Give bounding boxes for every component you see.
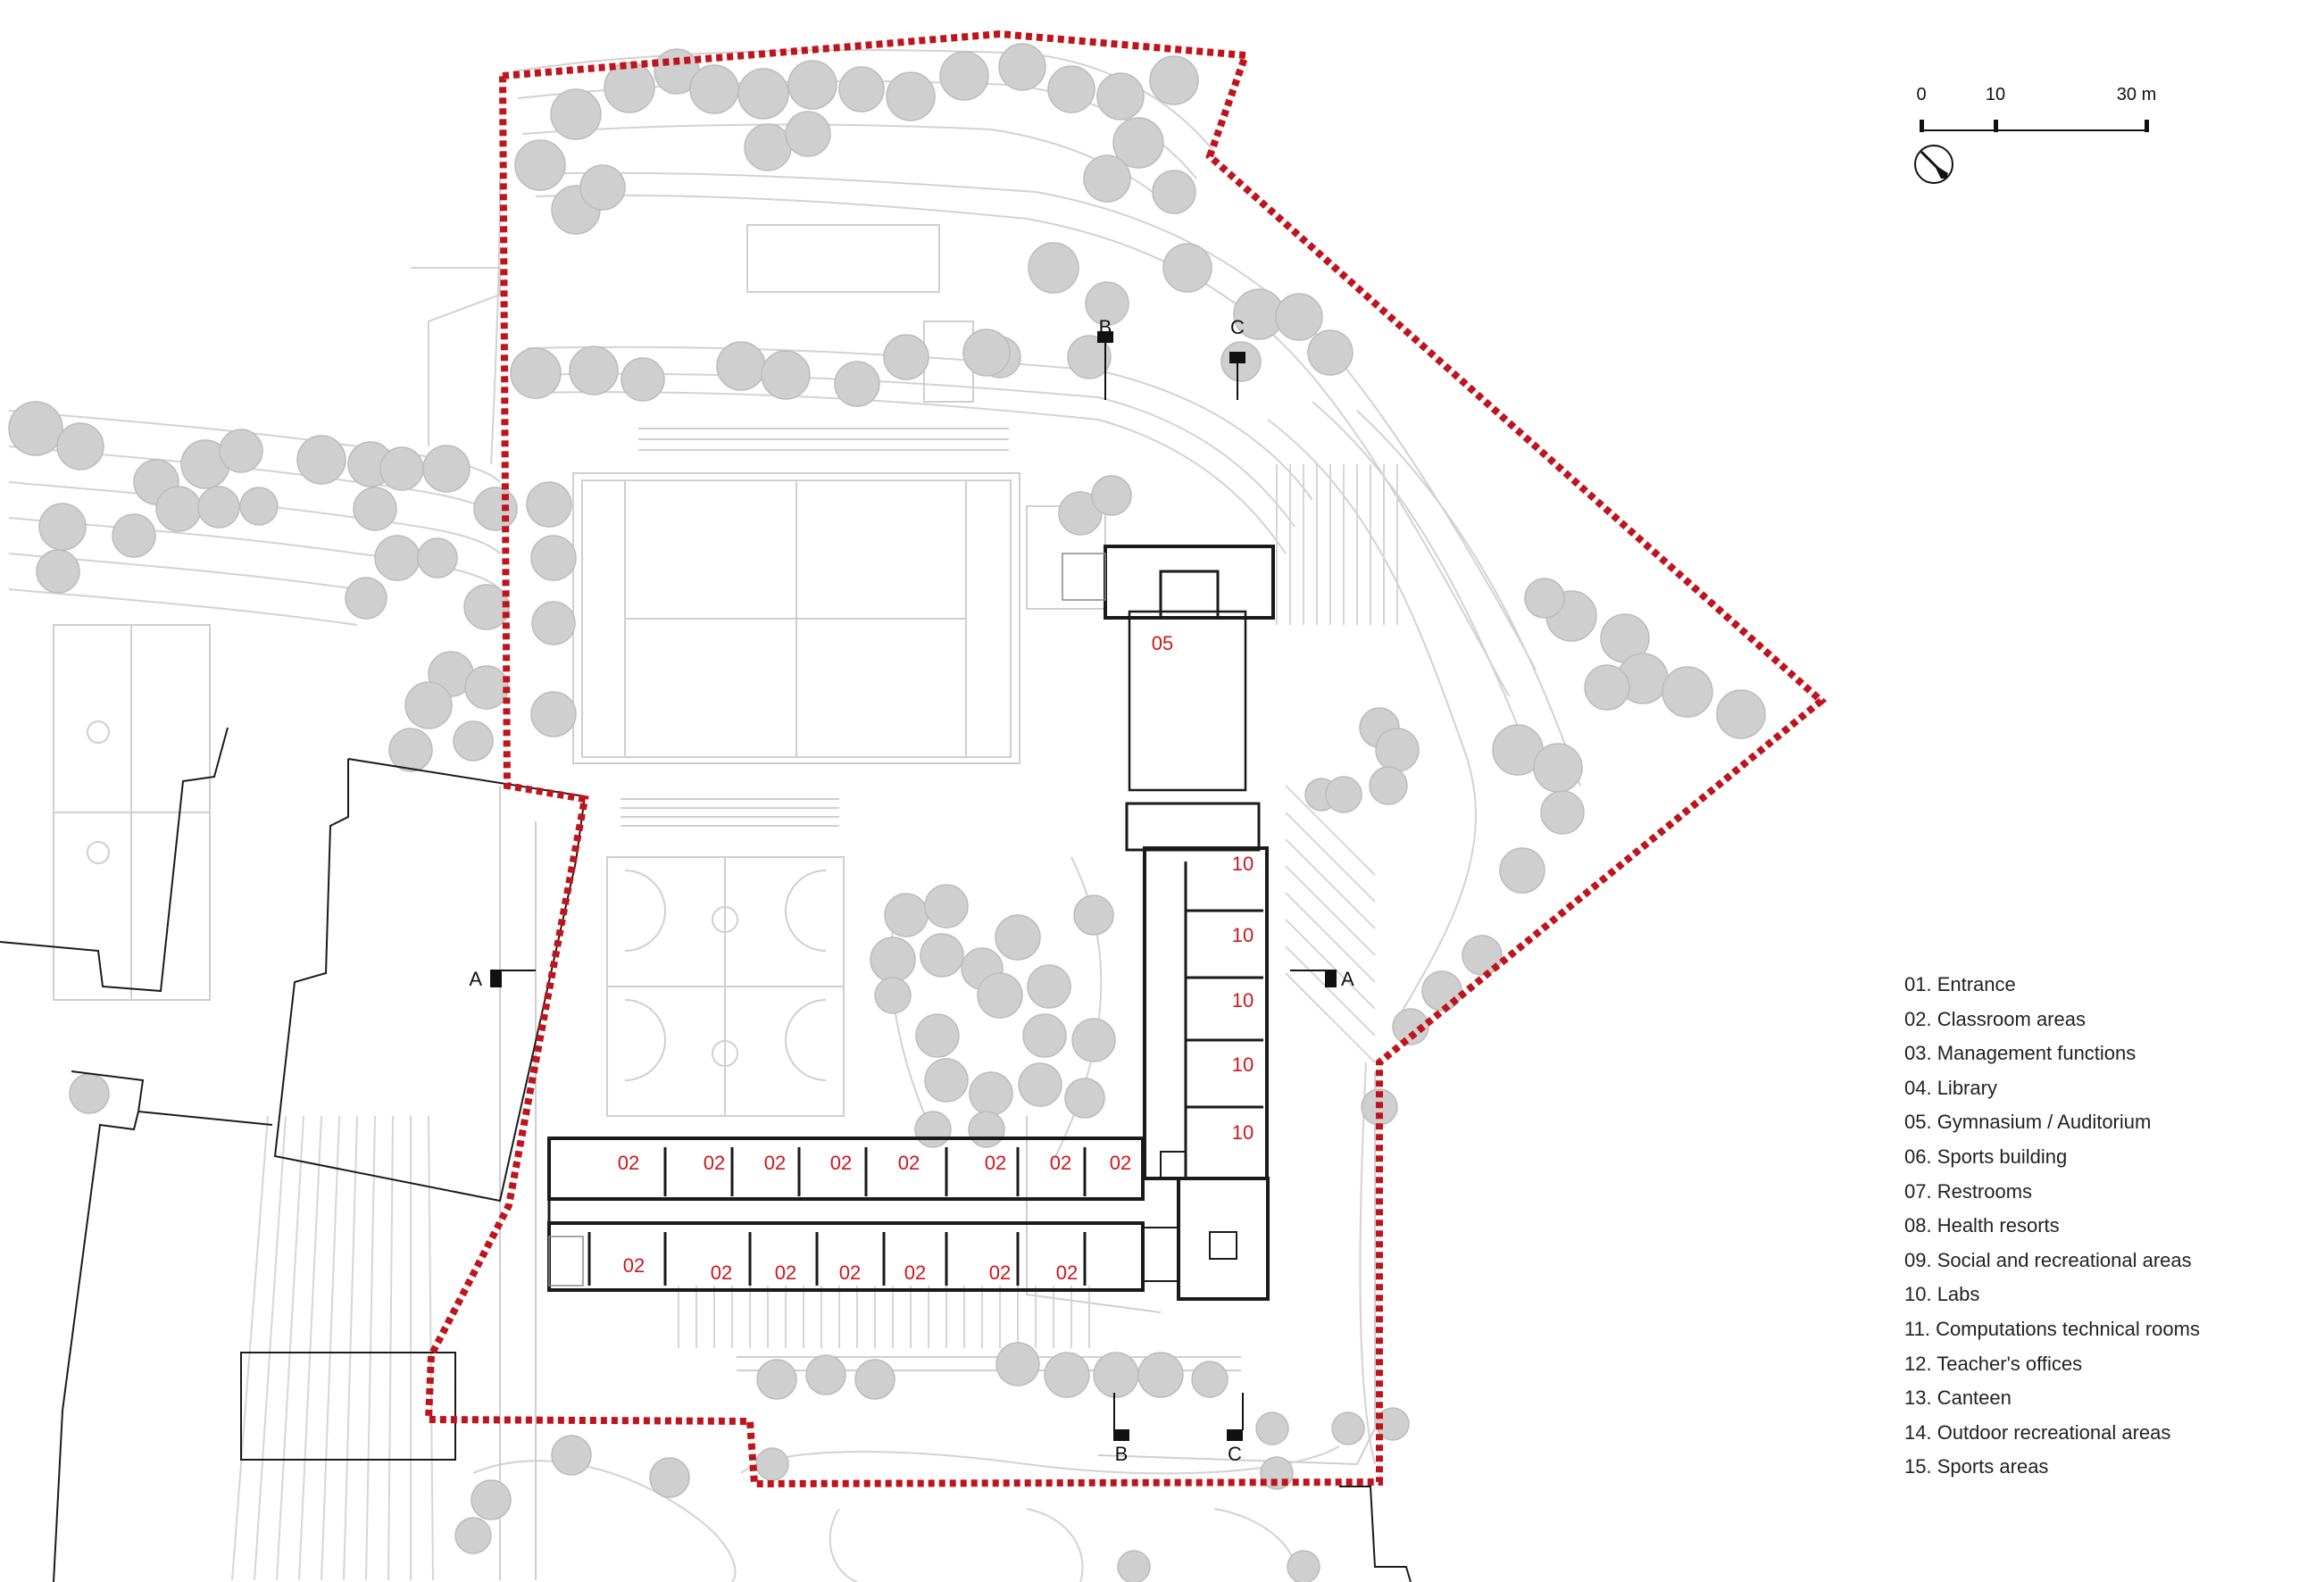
room-label-lab-1: 10 <box>1232 853 1254 875</box>
legend-item: 07. Restrooms <box>1904 1179 2033 1203</box>
room-label-classroom-s5: 02 <box>904 1261 926 1284</box>
room-label-lab-4: 10 <box>1232 1053 1254 1076</box>
legend-item: 06. Sports building <box>1904 1145 2068 1168</box>
trees <box>8 43 1766 1582</box>
room-label-classroom-n3: 02 <box>764 1152 786 1174</box>
legend-item: 04. Library <box>1904 1076 1997 1099</box>
room-labels: 05 10 10 10 10 10 02 02 02 02 02 02 02 0… <box>618 632 1254 1284</box>
classroom-wing <box>547 1137 1179 1292</box>
section-label-c-top: C <box>1230 316 1245 338</box>
room-label-classroom-n2: 02 <box>704 1152 725 1174</box>
site-boundary <box>424 29 1828 1488</box>
room-label-classroom-s2: 02 <box>711 1261 732 1284</box>
scale-tick-10: 10 <box>1986 85 2005 104</box>
legend-item: 08. Health resorts <box>1904 1214 2060 1237</box>
room-label-classroom-s3: 02 <box>775 1261 796 1284</box>
legend-item: 13. Canteen <box>1904 1386 2012 1410</box>
scale-tick-30: 30 m <box>2117 85 2156 104</box>
room-label-classroom-n6: 02 <box>985 1152 1006 1174</box>
section-label-c-bottom: C <box>1228 1443 1242 1465</box>
section-markers <box>490 331 1337 1441</box>
legend-item: 01. Entrance <box>1904 973 2016 995</box>
gymnasium-wing <box>1062 545 1275 792</box>
section-label-a-right: A <box>1341 968 1354 990</box>
section-label-b-top: B <box>1099 316 1112 338</box>
room-label-classroom-s6: 02 <box>989 1261 1011 1284</box>
room-label-classroom-n5: 02 <box>898 1152 920 1174</box>
room-label-classroom-n8: 02 <box>1110 1152 1131 1174</box>
room-label-classroom-n4: 02 <box>830 1152 852 1174</box>
legend-item: 03. Management functions <box>1904 1042 2137 1065</box>
legend-item: 15. Sports areas <box>1904 1455 2049 1478</box>
room-label-classroom-n1: 02 <box>618 1152 639 1174</box>
scale-tick-0: 0 <box>1916 85 1926 104</box>
room-label-classroom-s7: 02 <box>1056 1261 1078 1284</box>
legend-item: 05. Gymnasium / Auditorium <box>1904 1111 2152 1134</box>
legend-item: 12. Teacher's offices <box>1904 1352 2083 1375</box>
stair-core <box>1125 802 1261 852</box>
school-building <box>547 545 1275 1301</box>
legend-item: 11. Computations technical rooms <box>1904 1317 2200 1340</box>
north-arrow-icon <box>1914 145 1953 184</box>
legend-item: 14. Outdoor recreational areas <box>1904 1420 2171 1444</box>
room-label-classroom-s1: 02 <box>623 1254 645 1277</box>
section-label-b-bottom: B <box>1115 1443 1129 1465</box>
legend-item: 10. Labs <box>1904 1283 1980 1306</box>
legend: 01. Entrance 02. Classroom areas 03. Man… <box>1904 968 2200 1485</box>
room-label-classroom-s4: 02 <box>839 1261 861 1284</box>
room-label-gymnasium: 05 <box>1152 632 1173 654</box>
section-label-a-left: A <box>469 968 482 990</box>
room-label-lab-3: 10 <box>1232 989 1254 1012</box>
legend-item: 09. Social and recreational areas <box>1904 1248 2192 1271</box>
room-label-lab-2: 10 <box>1232 924 1254 946</box>
room-label-lab-5: 10 <box>1232 1121 1254 1144</box>
scale-bar: 0 10 30 m <box>1914 85 2156 184</box>
room-label-classroom-n7: 02 <box>1050 1152 1071 1174</box>
legend-item: 02. Classroom areas <box>1904 1007 2086 1030</box>
parking-stripes <box>231 464 1398 1581</box>
east-block <box>1177 1177 1270 1301</box>
